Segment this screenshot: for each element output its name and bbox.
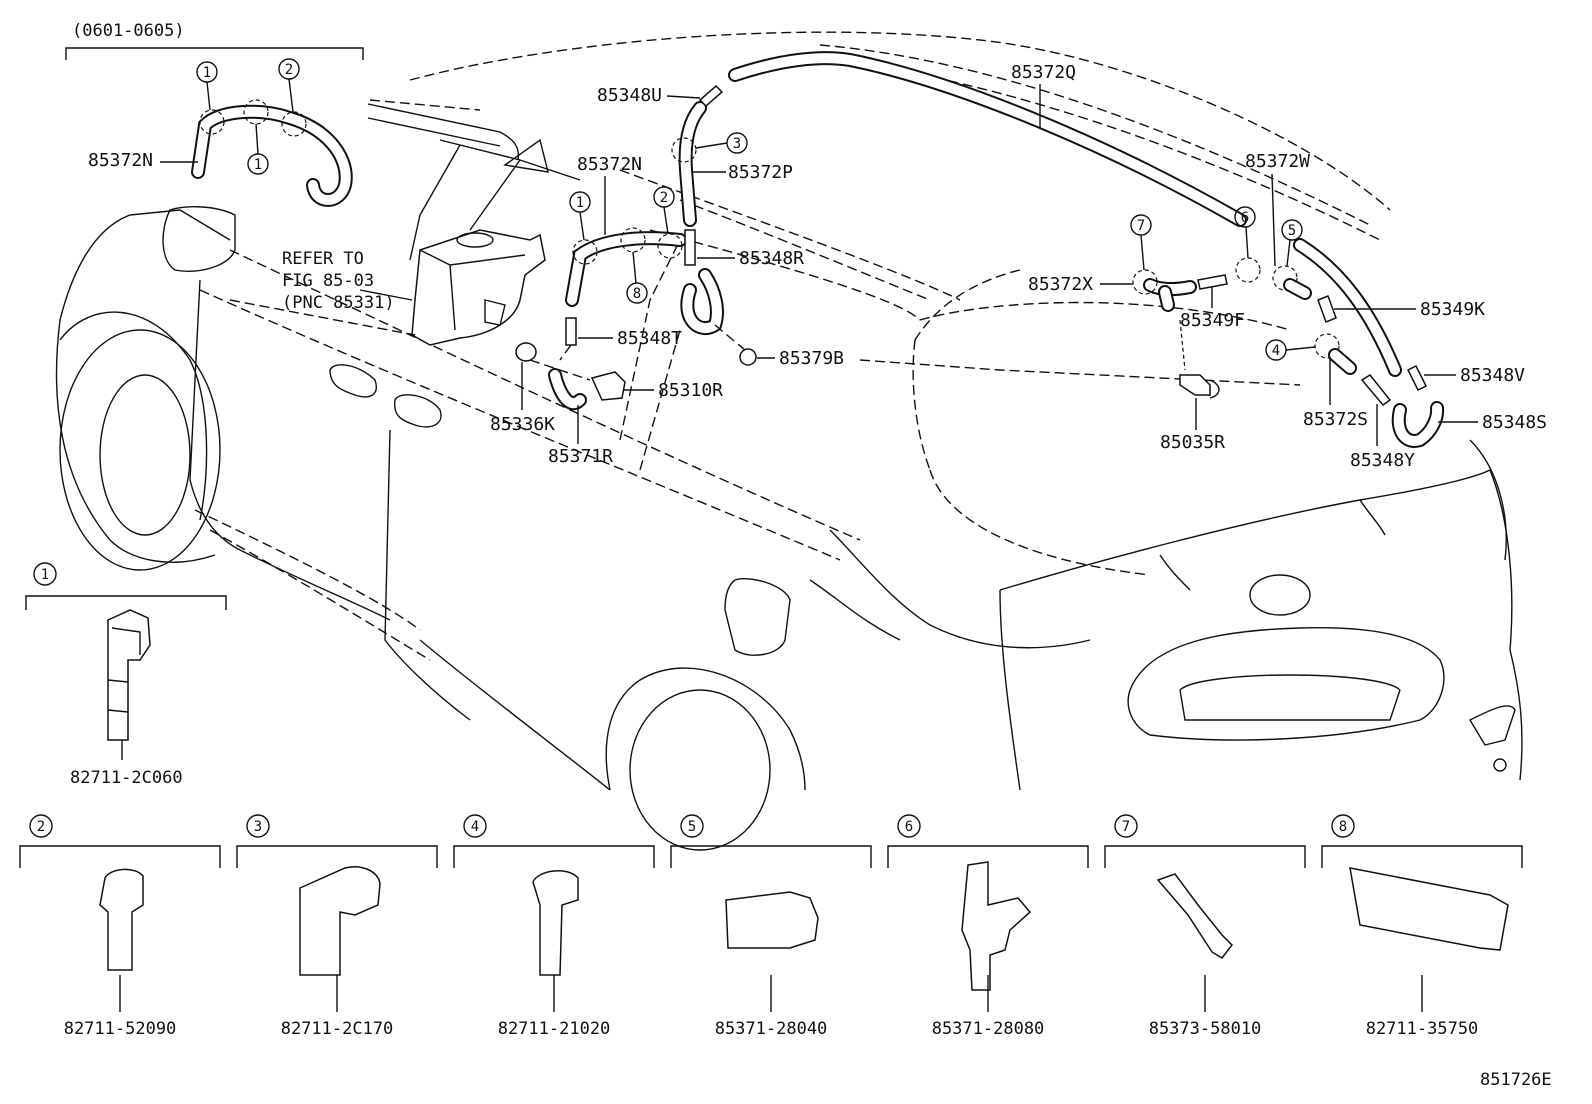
svg-text:1: 1 — [576, 195, 584, 211]
inset-0601-0605: (0601-0605) 1 1 2 85372N — [65, 21, 364, 207]
clip-4-code: 82711-21020 — [498, 1019, 611, 1039]
clip-3-bracket — [236, 845, 438, 868]
inset-range-label: (0601-0605) — [72, 21, 185, 41]
label-85372W: 85372W — [1245, 151, 1310, 172]
svg-text:6: 6 — [1241, 210, 1249, 226]
clip-3-marker — [246, 814, 270, 838]
clip-3-code: 82711-2C170 — [281, 1019, 394, 1039]
refer-line3: (PNC 85331) — [282, 293, 395, 313]
clip-5-marker — [680, 814, 704, 838]
clip-4-bracket — [453, 845, 655, 868]
rear-hoses — [1132, 238, 1445, 448]
clip-6-marker — [897, 814, 921, 838]
clip-4-number: 4 — [471, 819, 479, 835]
figure-id: 851726E — [1480, 1070, 1552, 1090]
clip-3: 3 82711-2C170 — [236, 814, 438, 1039]
clip-7-number: 7 — [1122, 819, 1130, 835]
clip-6-code: 85371-28080 — [932, 1019, 1045, 1039]
marker-5 — [1281, 219, 1303, 241]
clip-4-marker — [463, 814, 487, 838]
svg-text:5: 5 — [1288, 223, 1296, 239]
clip-2-code: 82711-52090 — [64, 1019, 177, 1039]
svg-text:1: 1 — [41, 567, 49, 583]
label-85348S: 85348S — [1482, 412, 1547, 433]
label-85372S: 85372S — [1303, 409, 1368, 430]
clip-6-bracket — [887, 845, 1089, 868]
label-85348U: 85348U — [597, 85, 662, 106]
svg-text:8: 8 — [633, 286, 641, 302]
clip-8-image — [1349, 867, 1509, 951]
clip-6-number: 6 — [905, 819, 913, 835]
clip-6-image — [961, 861, 1032, 991]
svg-text:1: 1 — [254, 157, 262, 173]
clip-5-code: 85371-28040 — [715, 1019, 828, 1039]
label-85348T: 85348T — [617, 328, 682, 349]
svg-text:4: 4 — [1272, 343, 1280, 359]
label-85371R: 85371R — [548, 446, 613, 467]
clip-8-code: 82711-35750 — [1366, 1019, 1479, 1039]
inset-hose — [191, 104, 353, 207]
part-labels: 85348U 85372Q 85372N 85372P 85348R 85348… — [490, 62, 1547, 471]
clip-2-number: 2 — [37, 819, 45, 835]
clip-5-image — [725, 891, 819, 949]
vehicle-outline — [55, 31, 1523, 851]
clip-2: 2 82711-52090 — [19, 814, 221, 1039]
washer-tank — [229, 229, 546, 346]
label-85035R: 85035R — [1160, 432, 1225, 453]
label-85372N: 85372N — [577, 154, 642, 175]
label-85348Y: 85348Y — [1350, 450, 1415, 471]
label-85348V: 85348V — [1460, 365, 1525, 386]
clip-1-inset: 1 82711-2C060 — [25, 562, 227, 788]
clip-8-marker — [1331, 814, 1355, 838]
refer-line2: FIG 85-03 — [282, 271, 374, 291]
clip-5-number: 5 — [688, 819, 696, 835]
svg-text:7: 7 — [1137, 218, 1145, 234]
marker-8 — [626, 282, 648, 304]
label-85348R: 85348R — [739, 248, 804, 269]
clip-7: 7 85373-58010 — [1104, 814, 1306, 1039]
svg-text:1: 1 — [203, 65, 211, 81]
svg-text:2: 2 — [285, 62, 293, 78]
clip-8-bracket — [1321, 845, 1523, 868]
inset-bracket — [65, 47, 364, 60]
label-85372P: 85372P — [728, 162, 793, 183]
clip-6: 6 85371-28080 — [887, 814, 1089, 1039]
label-85372X: 85372X — [1028, 274, 1093, 295]
main-markers: 3 1 2 8 7 6 5 4 — [569, 132, 1316, 361]
clip-1-image — [107, 609, 151, 741]
clip-5-bracket — [670, 845, 872, 868]
label-85372Q: 85372Q — [1011, 62, 1076, 83]
clip-7-bracket — [1104, 845, 1306, 868]
svg-text:3: 3 — [733, 136, 741, 152]
label-85349K: 85349K — [1420, 299, 1485, 320]
clip-2-bracket — [19, 845, 221, 868]
clip-4: 4 82711-21020 — [453, 814, 655, 1039]
clip-7-marker — [1114, 814, 1138, 838]
clip-5: 5 85371-28040 — [670, 814, 872, 1039]
clip-8: 8 82711-35750 — [1321, 814, 1523, 1039]
refer-line1: REFER TO — [282, 249, 364, 269]
clip-8-number: 8 — [1339, 819, 1347, 835]
label-85379B: 85379B — [779, 348, 844, 369]
clip-3-image — [299, 866, 381, 976]
front-hoses — [515, 51, 1247, 411]
direction-arrow — [367, 103, 549, 173]
clip-2-marker — [29, 814, 53, 838]
label-85349F: 85349F — [1180, 310, 1245, 331]
refer-leader — [359, 289, 413, 301]
clip-7-code: 85373-58010 — [1149, 1019, 1262, 1039]
clip-7-image — [1156, 873, 1233, 959]
label-85336K: 85336K — [490, 414, 555, 435]
clip-3-number: 3 — [254, 819, 262, 835]
inset-hose-label: 85372N — [88, 150, 153, 171]
clip-2-image — [99, 868, 144, 971]
label-85310R: 85310R — [658, 380, 723, 401]
marker-6 — [1234, 206, 1256, 228]
svg-text:2: 2 — [660, 190, 668, 206]
clip-row: 2 82711-52090 3 82711-2C170 4 82711-21020 5 853… — [19, 814, 1523, 1039]
clip-1-code: 82711-2C060 — [70, 768, 183, 788]
clip-4-image — [532, 870, 579, 976]
